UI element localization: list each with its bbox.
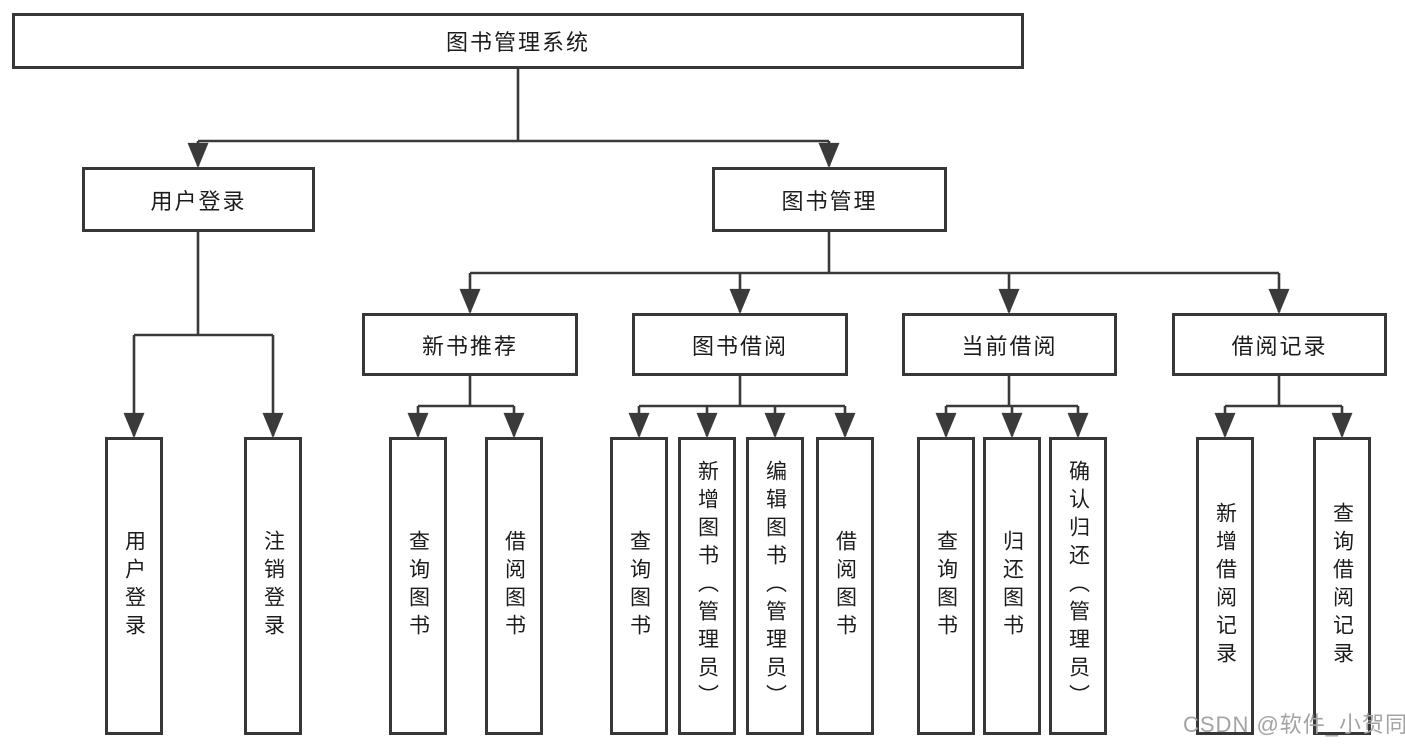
connector-new-book-branch (407, 376, 525, 439)
node-label: 图书管理 (781, 188, 878, 214)
node-current-borrow: 当前借阅 (902, 313, 1117, 376)
node-label: 查询图书 (627, 530, 651, 642)
node-book-borrow: 图书借阅 (632, 313, 848, 376)
leaf-edit-books-admin: 编辑图书（管理员） (746, 437, 804, 735)
connector-book-borrow-branch (628, 376, 856, 439)
leaf-borrow-books: 借阅图书 (816, 437, 874, 735)
node-label: 新增图书（管理员） (695, 460, 719, 712)
connector-current-borrow-branch (935, 376, 1089, 439)
node-label: 查询图书 (934, 530, 958, 642)
node-label: 确认归还（管理员） (1066, 460, 1090, 712)
node-label: 新增借阅记录 (1213, 502, 1237, 670)
node-label: 借阅图书 (833, 530, 857, 642)
node-borrow-records: 借阅记录 (1172, 313, 1387, 376)
connector-book-management-branch (459, 232, 1290, 315)
connector-user-login-branch (123, 232, 284, 439)
leaf-logout: 注销登录 (244, 437, 302, 735)
leaf-user-login: 用户登录 (105, 437, 163, 735)
node-user-login: 用户登录 (82, 167, 315, 232)
csdn-watermark: CSDN @软件_小贺同学 (1183, 712, 1405, 737)
connector-root-to-level2 (187, 69, 840, 169)
leaf-add-books-admin: 新增图书（管理员） (678, 437, 736, 735)
node-label: 图书借阅 (691, 333, 788, 359)
node-library-management-system: 图书管理系统 (12, 13, 1024, 69)
leaf-query-books-newbook: 查询图书 (389, 437, 447, 735)
leaf-add-borrow-record: 新增借阅记录 (1196, 437, 1254, 735)
leaf-query-books-borrow: 查询图书 (610, 437, 668, 735)
node-label: 新书推荐 (421, 333, 518, 359)
node-label: 编辑图书（管理员） (763, 460, 787, 712)
node-label: 用户登录 (150, 188, 247, 214)
node-book-management: 图书管理 (712, 167, 947, 232)
leaf-query-books-current: 查询图书 (917, 437, 975, 735)
leaf-confirm-return-admin: 确认归还（管理员） (1049, 437, 1107, 735)
node-new-book-recommend: 新书推荐 (362, 313, 578, 376)
node-label: 借阅图书 (502, 530, 526, 642)
node-label: 注销登录 (261, 530, 285, 642)
leaf-query-borrow-record: 查询借阅记录 (1313, 437, 1371, 735)
node-label: 图书管理系统 (445, 30, 590, 55)
node-label: 用户登录 (122, 530, 146, 642)
node-label: 当前借阅 (961, 333, 1058, 359)
leaf-return-books: 归还图书 (983, 437, 1041, 735)
leaf-borrow-books-newbook: 借阅图书 (485, 437, 543, 735)
node-label: 借阅记录 (1231, 333, 1328, 359)
node-label: 查询图书 (406, 530, 430, 642)
connector-borrow-records-branch (1214, 376, 1353, 439)
node-label: 查询借阅记录 (1330, 502, 1354, 670)
node-label: 归还图书 (1000, 530, 1024, 642)
